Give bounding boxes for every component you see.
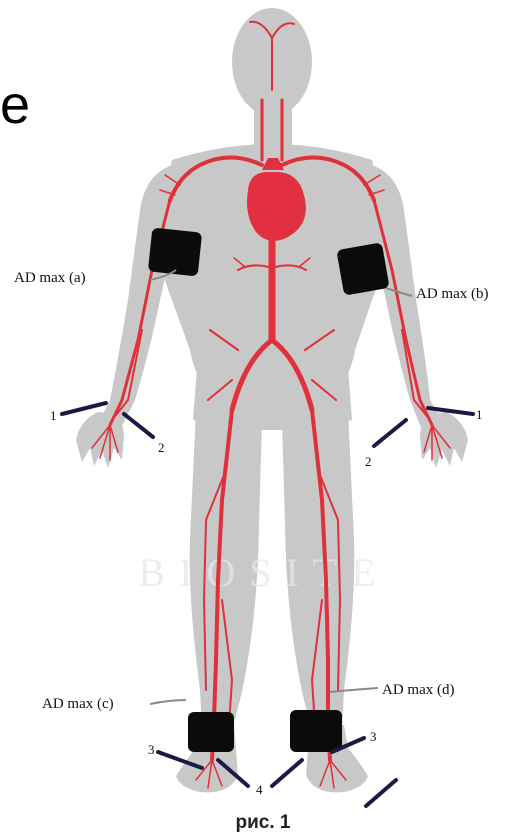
cuff-left-arm [148, 228, 202, 277]
probe-4-right [272, 760, 302, 786]
label-2-left: 2 [158, 440, 165, 455]
cuff-left-ankle [188, 712, 234, 752]
label-ad-max-a: AD max (a) [14, 270, 86, 286]
label-2-right: 2 [365, 454, 372, 469]
cuff-right-arm [336, 242, 389, 295]
watermark: BIOSITE [138, 550, 389, 595]
label-4: 4 [256, 782, 263, 797]
probe-2-left [124, 414, 153, 437]
label-1-right: 1 [476, 407, 483, 422]
label-3-right: 3 [370, 729, 377, 744]
label-1-left: 1 [50, 408, 57, 423]
body-silhouette [76, 8, 468, 792]
cuff-right-ankle [290, 710, 342, 752]
figure-caption: рис. 1 [0, 812, 526, 834]
probe-extra-right [366, 780, 396, 806]
probe-2-right [374, 420, 406, 446]
label-ad-max-d: AD max (d) [382, 682, 454, 698]
label-ad-max-c: AD max (c) [42, 696, 114, 712]
label-ad-max-b: AD max (b) [416, 286, 488, 302]
probe-lines [62, 403, 473, 806]
label-3-left: 3 [148, 742, 155, 757]
